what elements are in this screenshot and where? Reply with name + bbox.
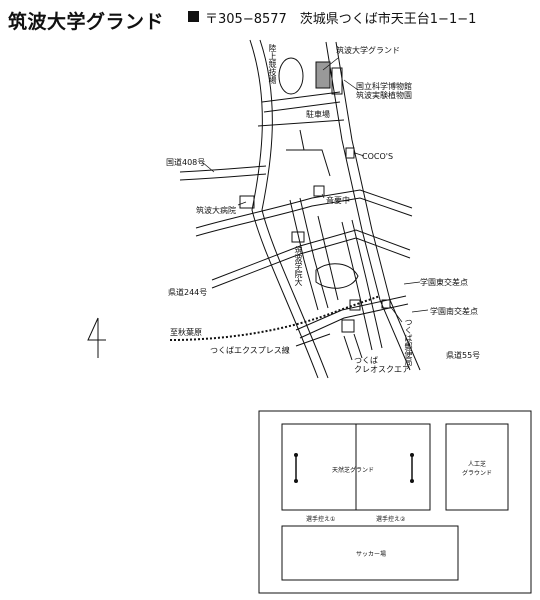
label-bench1: 選手控え① bbox=[306, 516, 336, 523]
road bbox=[335, 41, 421, 371]
label-cocos: COCO'S bbox=[362, 152, 394, 161]
label-post-office: つくば郵便局 bbox=[404, 318, 413, 366]
address: 〒305−8577 茨城県つくば市天王台1−1−1 bbox=[205, 12, 477, 27]
bullet-square-icon bbox=[188, 11, 199, 22]
field-plan bbox=[258, 410, 532, 594]
label-route55: 県道55号 bbox=[446, 351, 481, 360]
label-ongakuchu: 音要中 bbox=[326, 196, 350, 205]
label-bench2: 選手控え② bbox=[376, 516, 406, 523]
header: 筑波大学グランド bbox=[8, 6, 164, 34]
label-soccer: サッカー場 bbox=[356, 551, 387, 558]
label-tx-line: つくばエクスプレス線 bbox=[210, 346, 290, 355]
label-akihabara: 至秋葉原 bbox=[170, 328, 202, 337]
road bbox=[259, 39, 329, 379]
label-gakuen-minami: 学園南交差点 bbox=[430, 307, 478, 316]
road bbox=[249, 39, 319, 379]
label-route408: 国道408号 bbox=[166, 158, 206, 167]
road bbox=[325, 41, 411, 371]
label-athletics-field: 陸上競技場 bbox=[268, 44, 277, 84]
label-artificial-turf: 人工芝 グラウンド bbox=[462, 461, 493, 477]
label-natural-grass: 天然芝グランド bbox=[332, 467, 375, 474]
label-museum: 国立科学博物館 筑波実験植物園 bbox=[356, 82, 412, 100]
label-grad-school: 筑波学院大 bbox=[294, 246, 303, 286]
page-title: 筑波大学グランド bbox=[8, 10, 165, 33]
label-route244: 県道244号 bbox=[168, 288, 208, 297]
label-gakuen-higashi: 学園東交差点 bbox=[420, 278, 468, 287]
goal-markers bbox=[295, 455, 413, 481]
university-ground-marker bbox=[315, 61, 331, 89]
label-parking: 駐車場 bbox=[306, 110, 330, 119]
label-cleo: つくば クレオスクエア bbox=[354, 356, 410, 374]
north-arrow-icon bbox=[87, 317, 106, 358]
label-hospital: 筑波大病院 bbox=[196, 206, 236, 215]
label-univ-ground: 筑波大学グランド bbox=[336, 46, 400, 55]
